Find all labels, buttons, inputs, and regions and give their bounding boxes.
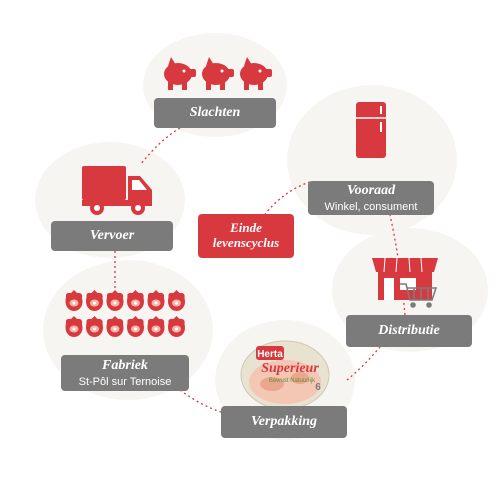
ham-icon (127, 290, 144, 311)
ham-icon (106, 316, 124, 337)
stage-label-vervoer: Vervoer (51, 221, 173, 251)
ham-icon (86, 290, 103, 311)
ham-icon (168, 290, 185, 311)
connectors (114, 127, 406, 413)
package-product: Superieur (261, 361, 319, 376)
stage-label-fabriek: Fabriek St-Pôl sur Ternoise (61, 355, 189, 391)
stage-title-einde-line2: levenscyclus (212, 235, 280, 250)
pig-icon (240, 57, 272, 90)
stage-title-slachten: Slachten (189, 105, 241, 121)
ham-icon (65, 290, 83, 311)
connector-distributie-voorraad (389, 214, 406, 316)
pig-icon (202, 57, 234, 90)
truck-icon (82, 166, 152, 215)
stage-label-verpakking: Verpakking (221, 406, 347, 438)
stage-label-slachten: Slachten (154, 98, 276, 128)
ham-icon (86, 316, 103, 337)
package-tagline: Bewust Natuurlijk (269, 378, 316, 384)
stage-title-einde-line1: Einde (230, 220, 262, 236)
ham-package-icon: Herta Superieur Bewust Natuurlijk 6 (240, 340, 330, 410)
stage-title-distributie: Distributie (378, 323, 440, 339)
stage-title-verpakking: Verpakking (250, 414, 318, 430)
pig-group (164, 57, 272, 90)
shop-icon (372, 257, 438, 300)
package-brand: Herta (257, 349, 283, 360)
ham-icon (147, 290, 165, 311)
ham-icon (106, 290, 124, 311)
stage-subtitle-fabriek: St-Pôl sur Ternoise (78, 375, 172, 388)
pig-icon (164, 57, 196, 90)
stage-subtitle-voorraad: Winkel, consument (324, 200, 418, 213)
ham-icon (168, 316, 185, 337)
stage-title-voorraad: Vooraad (346, 183, 396, 199)
ham-icon (65, 316, 83, 337)
stage-title-vervoer: Vervoer (89, 228, 135, 244)
ham-grid (65, 290, 185, 337)
connector-fabriek-verpakking (179, 389, 222, 413)
ham-icon (147, 316, 165, 337)
connector-slachten-vervoer (139, 127, 181, 166)
connector-voorraad-einde (264, 181, 311, 215)
stage-label-einde-levenscyclus: Einde levenscyclus (198, 214, 294, 258)
cart-icon (400, 283, 438, 308)
fridge-icon (356, 102, 386, 158)
stage-label-distributie: Distributie (346, 315, 472, 347)
stage-title-fabriek: Fabriek (102, 358, 148, 374)
package-count: 6 (315, 382, 321, 393)
ham-icon (127, 316, 144, 337)
stage-label-voorraad: Vooraad Winkel, consument (308, 181, 434, 215)
